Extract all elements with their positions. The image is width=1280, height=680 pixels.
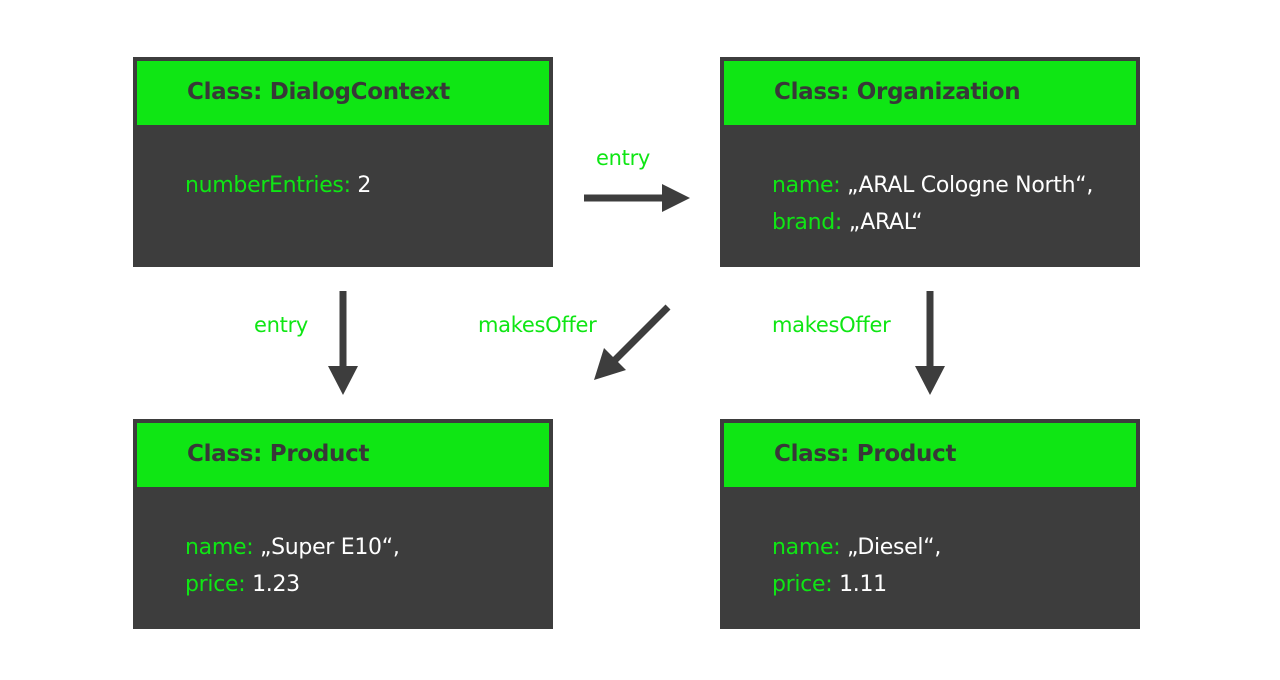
attribute-row: name: „Diesel“,: [772, 529, 941, 566]
attribute-key: name:: [772, 173, 841, 198]
attribute-row: name: „ARAL Cologne North“,: [772, 167, 1093, 204]
class-attributes: name: „ARAL Cologne North“, brand: „ARAL…: [772, 167, 1093, 241]
attribute-key: name:: [772, 535, 841, 560]
class-attributes: name: „Super E10“, price: 1.23: [185, 529, 400, 603]
class-title: Class: DialogContext: [187, 79, 450, 105]
class-title: Class: Product: [774, 441, 957, 467]
edge-label-makesoffer-diagonal: makesOffer: [478, 313, 597, 337]
class-title: Class: Product: [187, 441, 370, 467]
class-box-dialogcontext: Class: DialogContext numberEntries: 2: [133, 57, 553, 267]
class-attributes: name: „Diesel“, price: 1.11: [772, 529, 941, 603]
attribute-row: brand: „ARAL“: [772, 204, 1093, 241]
attribute-value: „Diesel“,: [840, 535, 942, 560]
attribute-value: „ARAL“: [842, 210, 923, 235]
class-header: Class: Product: [724, 423, 1136, 487]
attribute-row: numberEntries: 2: [185, 167, 371, 204]
attribute-key: price:: [185, 572, 246, 597]
class-header: Class: Organization: [724, 61, 1136, 125]
class-attributes: numberEntries: 2: [185, 167, 371, 204]
class-header: Class: DialogContext: [137, 61, 549, 125]
arrow-entry-dialog-to-product: [328, 291, 358, 395]
class-box-product-diesel: Class: Product name: „Diesel“, price: 1.…: [720, 419, 1140, 629]
attribute-row: name: „Super E10“,: [185, 529, 400, 566]
attribute-value: „ARAL Cologne North“,: [840, 173, 1094, 198]
attribute-value: „Super E10“,: [253, 535, 400, 560]
attribute-value: 2: [350, 173, 372, 198]
class-title: Class: Organization: [774, 79, 1021, 105]
attribute-row: price: 1.23: [185, 566, 400, 603]
attribute-key: price:: [772, 572, 833, 597]
arrow-makesoffer-organization-to-product-2: [915, 291, 945, 395]
arrow-entry-dialog-to-organization: [584, 184, 690, 212]
edge-label-makesoffer-down: makesOffer: [772, 313, 891, 337]
attribute-value: 1.23: [245, 572, 300, 597]
class-header: Class: Product: [137, 423, 549, 487]
attribute-row: price: 1.11: [772, 566, 941, 603]
attribute-value: 1.11: [832, 572, 887, 597]
edge-label-entry-right: entry: [596, 146, 651, 170]
class-box-product-super-e10: Class: Product name: „Super E10“, price:…: [133, 419, 553, 629]
attribute-key: numberEntries:: [185, 173, 351, 198]
class-box-organization: Class: Organization name: „ARAL Cologne …: [720, 57, 1140, 267]
arrow-makesoffer-organization-to-product-1: [594, 304, 671, 380]
edge-label-entry-down: entry: [254, 313, 309, 337]
attribute-key: brand:: [772, 210, 843, 235]
attribute-key: name:: [185, 535, 254, 560]
